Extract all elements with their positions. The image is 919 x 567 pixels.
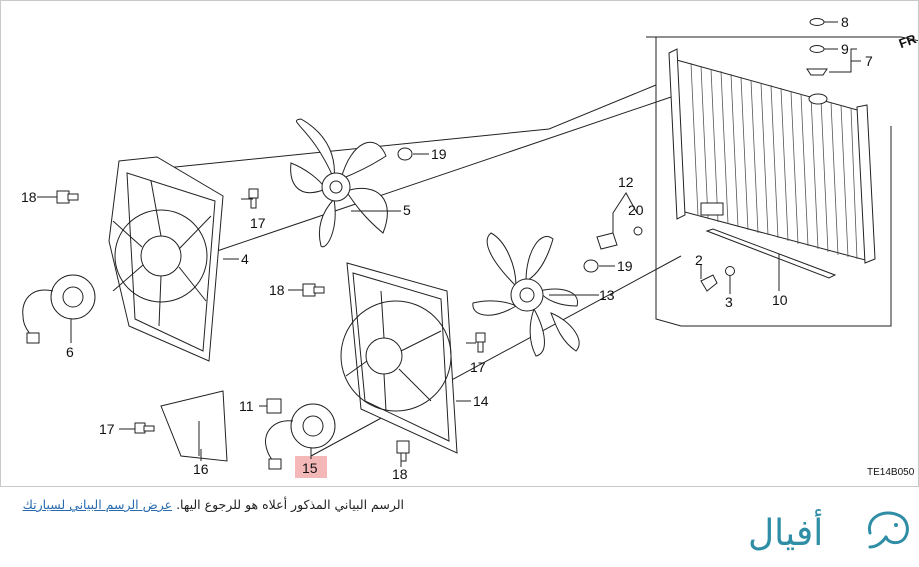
callout-10: 10 [772,292,788,308]
diagram-code: TE14B050 [867,467,915,478]
callout-19b: 19 [617,258,633,274]
callout-18b: 18 [269,282,285,298]
fan-motor-left [22,274,96,344]
fan-motor-right [264,403,336,470]
brand-logo[interactable]: أفيال [748,503,914,559]
caption-text: الرسم البياني المذكور أعلاه هو للرجوع ال… [176,497,404,512]
callout-12: 12 [618,174,634,190]
parts-diagram-drawing: 8 9 7 19 18 17 5 4 12 20 6 18 19 13 2 3 … [21,14,919,482]
drain-plug [700,266,735,292]
radiator [668,48,876,264]
callout-leaders [37,153,731,467]
callout-11: 11 [239,398,254,414]
diagram-caption: الرسم البياني المذكور أعلاه هو للرجوع ال… [23,497,404,512]
fan-shroud-left [108,156,224,362]
callout-16: 16 [193,461,209,477]
callout-2: 2 [695,252,703,268]
callout-17b: 17 [470,359,486,375]
callout-5: 5 [403,202,411,218]
view-diagram-link[interactable]: عرض الرسم البياني لسيارتك [22,497,173,512]
callout-17c: 17 [99,421,115,437]
elephant-logo-icon [867,511,909,549]
callout-3: 3 [725,294,733,310]
callout-9: 9 [841,41,849,57]
callout-17a: 17 [250,215,266,231]
callout-7: 7 [865,53,873,69]
temp-sensor [596,192,643,250]
highlight-box [295,456,327,478]
callout-8: 8 [841,14,849,30]
mounting-bracket [160,390,228,462]
fan-shroud-right [340,262,458,454]
callout-13: 13 [599,287,615,303]
callout-labels: 8 9 7 19 18 17 5 4 12 20 6 18 19 13 2 3 … [21,14,919,482]
radiator-cap [806,18,861,76]
callout-4: 4 [241,251,249,267]
callout-20: 20 [628,202,644,218]
fan-blade-lower [472,232,580,357]
callout-15: 15 [302,460,318,476]
brand-name: أفيال [748,509,823,554]
fan-blade-upper [290,118,388,248]
callout-18c: 18 [392,466,408,482]
callout-14: 14 [473,393,489,409]
callout-19a: 19 [431,146,447,162]
front-mark: FR [897,31,919,51]
boundary-lines [135,36,918,457]
callout-18a: 18 [21,189,37,205]
parts-diagram: 8 9 7 19 18 17 5 4 12 20 6 18 19 13 2 3 … [0,0,919,487]
radiator-baffle [705,228,837,291]
callout-6: 6 [66,344,74,360]
